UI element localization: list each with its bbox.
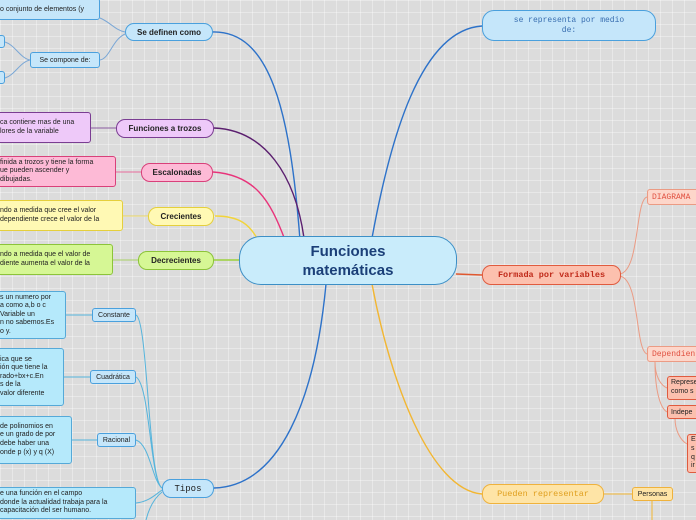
funcion-text-line: capacitación del ser humano.	[0, 507, 92, 515]
node-se-compone-de[interactable]: Se compone de:	[30, 52, 100, 68]
central-topic-line1: Funciones	[310, 242, 386, 260]
funcion-text-line: donde la actualidad trabaja para la	[0, 498, 108, 506]
central-topic[interactable]: Funciones matemáticas	[239, 236, 457, 285]
link-funciones-a-trozos	[213, 127, 305, 239]
funcion-text-line: e una función en el campo	[0, 490, 83, 498]
node-formada-por-variables[interactable]: Formada por variables	[482, 265, 621, 285]
node-indepe-label: Indepe	[671, 408, 693, 416]
node-definen-text[interactable]: o conjunto de elementos (y	[0, 0, 100, 20]
constante-text-line: a como a,b o c	[0, 302, 46, 310]
decrecientes-text-line: ndo a medida que el valor de	[0, 250, 91, 258]
cuadratica-text-line: ica que se	[0, 355, 32, 363]
node-se-definen-como-label: Se definen como	[136, 27, 201, 37]
trozos-text-line: ca contiene mas de una	[0, 118, 75, 126]
node-diagrama-label: DIAGRAMA	[652, 192, 691, 202]
link-pueden-representar	[371, 283, 483, 495]
node-dependiente[interactable]: Dependien	[647, 346, 696, 362]
node-crecientes-text[interactable]: ndo a medida que cree el valor dependien…	[0, 200, 123, 231]
racional-text-line: de polinomios en	[0, 422, 53, 430]
node-crecientes[interactable]: Crecientes	[148, 207, 214, 226]
node-tipos-label: Tipos	[174, 483, 202, 494]
node-decrecientes-label: Decrecientes	[151, 256, 201, 265]
racional-text-line: onde p (x) y q (X)	[0, 448, 55, 456]
cuadratica-text-line: s de la	[0, 381, 21, 389]
node-compone-child-1[interactable]	[0, 35, 5, 48]
racional-text-line: debe haber una	[0, 440, 50, 447]
e-text-line: E	[691, 436, 696, 444]
trozos-text-line: lores de la variable	[0, 127, 59, 135]
node-tipos[interactable]: Tipos	[162, 479, 214, 498]
racional-text-line: e un grado de por	[0, 431, 56, 439]
node-pueden-representar-label: Pueden representar	[497, 489, 589, 499]
node-compone-child-2[interactable]	[0, 71, 5, 84]
represe-text-line: Represe	[671, 379, 696, 387]
crecientes-text-line: ndo a medida que cree el valor	[0, 206, 97, 214]
node-racional-text[interactable]: de polinomios en e un grado de por debe …	[0, 416, 72, 464]
node-formada-por-variables-label: Formada por variables	[497, 270, 606, 280]
cuadratica-text-line: valor diferente	[0, 389, 45, 397]
link-se-representa	[371, 25, 483, 239]
node-funciones-a-trozos[interactable]: Funciones a trozos	[116, 119, 214, 138]
node-pueden-representar[interactable]: Pueden representar	[482, 484, 604, 504]
constante-text-line: o y.	[0, 327, 11, 335]
e-text-line: ir	[691, 462, 695, 470]
node-decrecientes-text[interactable]: ndo a medida que el valor de diente aume…	[0, 244, 113, 275]
node-dependiente-label: Dependien	[652, 349, 696, 359]
link-escalonadas	[212, 171, 286, 241]
node-racional-label: Racional	[102, 436, 131, 444]
decrecientes-text-line: diente aumenta el valor de la	[0, 259, 90, 267]
node-constante[interactable]: Constante	[92, 308, 136, 322]
constante-text-line: Variable un	[0, 310, 35, 318]
node-funcion-text[interactable]: e una función en el campo donde la actua…	[0, 487, 136, 519]
represe-text-line: como s	[671, 388, 694, 395]
link-crecientes	[214, 215, 259, 241]
cuadratica-text-line: rado+bx+c.En	[0, 372, 44, 380]
node-e-text[interactable]: E s q ir	[687, 434, 696, 473]
node-se-compone-de-label: Se compone de:	[39, 56, 91, 64]
cuadratica-text-line: ión que tiene la	[0, 364, 48, 372]
node-escalonadas[interactable]: Escalonadas	[141, 163, 213, 182]
node-crecientes-label: Crecientes	[160, 212, 202, 221]
node-se-representa-line1: se representa por medio	[513, 15, 625, 25]
node-decrecientes[interactable]: Decrecientes	[138, 251, 214, 270]
node-cuadratica[interactable]: Cuadrática	[90, 370, 136, 384]
escalonadas-text-line: finida a trozos y tiene la forma	[0, 158, 94, 166]
node-indepe[interactable]: Indepe	[667, 405, 696, 419]
constante-text-line: s un numero por	[0, 293, 51, 301]
node-diagrama[interactable]: DIAGRAMA	[647, 189, 696, 205]
node-se-definen-como[interactable]: Se definen como	[125, 23, 213, 41]
node-trozos-text[interactable]: ca contiene mas de una lores de la varia…	[0, 112, 91, 143]
escalonadas-text-line: ue pueden ascender y	[0, 167, 70, 175]
escalonadas-text-line: dibujadas.	[0, 175, 32, 183]
node-escalonadas-label: Escalonadas	[152, 168, 202, 177]
node-definen-text-label: o conjunto de elementos (y	[0, 5, 85, 13]
node-cuadratica-text[interactable]: ica que se ión que tiene la rado+bx+c.En…	[0, 348, 64, 406]
central-topic-line2: matemáticas	[302, 261, 394, 279]
node-personas-label: Personas	[637, 490, 668, 498]
node-se-representa-line2: de:	[561, 25, 577, 35]
e-text-line: s	[691, 444, 695, 452]
node-escalonadas-text[interactable]: finida a trozos y tiene la forma ue pued…	[0, 156, 116, 187]
link-formada-por-variables	[455, 273, 483, 276]
link-se-definen-como	[211, 31, 301, 241]
node-constante-text[interactable]: s un numero por a como a,b o c Variable …	[0, 291, 66, 339]
link-tipos	[213, 283, 327, 489]
node-cuadratica-label: Cuadrática	[96, 373, 130, 381]
crecientes-text-line: dependiente crece el valor de la	[0, 215, 100, 223]
node-personas[interactable]: Personas	[632, 487, 673, 501]
node-se-representa[interactable]: se representa por medio de:	[482, 10, 656, 41]
e-text-line: q	[691, 453, 695, 461]
node-racional[interactable]: Racional	[97, 433, 136, 447]
node-represe-text[interactable]: Represe como s	[667, 376, 696, 400]
constante-text-line: n no sabemos.Es	[0, 319, 55, 327]
node-constante-label: Constante	[98, 311, 130, 319]
node-funciones-a-trozos-label: Funciones a trozos	[128, 124, 202, 133]
